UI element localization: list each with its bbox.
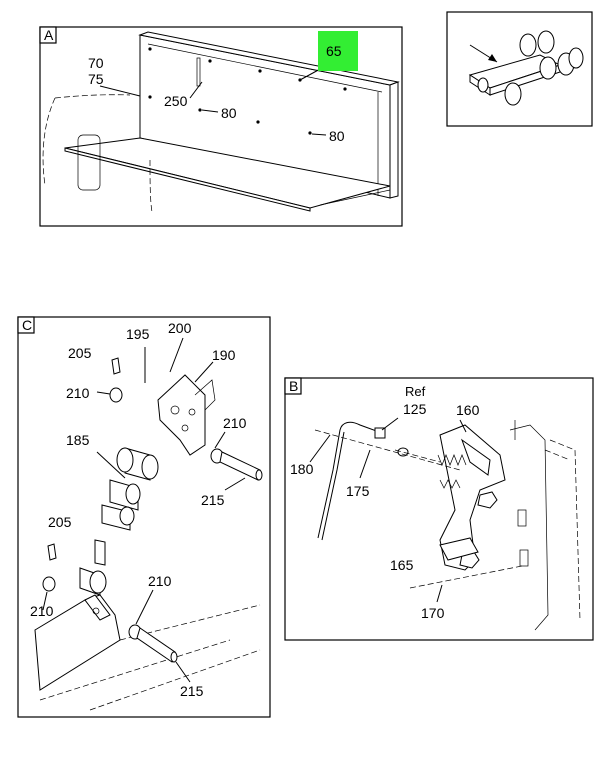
callout-250: 250 bbox=[164, 93, 188, 109]
callout-160: 160 bbox=[456, 402, 480, 418]
back-panel bbox=[138, 31, 400, 199]
callout-ref: Ref bbox=[405, 384, 426, 399]
panel-c: C bbox=[17, 316, 271, 718]
vehicle-locator bbox=[446, 11, 593, 127]
callout-80-upper: 80 bbox=[221, 105, 237, 121]
callout-205-lower: 205 bbox=[48, 514, 72, 530]
callout-170: 170 bbox=[421, 605, 445, 621]
hinge-stack bbox=[79, 447, 159, 596]
panel-b-frame bbox=[284, 377, 594, 641]
latch-bracket bbox=[439, 424, 529, 571]
callout-210-upper-right: 210 bbox=[223, 415, 247, 431]
callout-165: 165 bbox=[390, 557, 414, 573]
callout-80-lower: 80 bbox=[329, 128, 345, 144]
callout-65: 65 bbox=[326, 43, 342, 59]
locator-frame bbox=[446, 11, 593, 127]
lower-bracket bbox=[34, 594, 261, 711]
panel-a-frame bbox=[39, 26, 403, 227]
panel-b-tag-box bbox=[284, 377, 302, 395]
frame-column bbox=[509, 420, 581, 631]
panel-a: A bbox=[39, 26, 403, 227]
callout-65-highlight bbox=[318, 31, 358, 71]
callout-210-lower-right: 210 bbox=[148, 573, 172, 589]
panel-b-tag: B bbox=[289, 378, 298, 394]
callout-215-lower: 215 bbox=[180, 683, 204, 699]
callout-175: 175 bbox=[346, 483, 370, 499]
seat-outline bbox=[42, 94, 153, 213]
panel-c-tag-box bbox=[17, 316, 35, 334]
spring bbox=[437, 454, 467, 489]
panel-c-tag: C bbox=[22, 317, 32, 333]
callout-125: 125 bbox=[403, 401, 427, 417]
shelf bbox=[64, 137, 391, 212]
callout-215-upper: 215 bbox=[201, 492, 225, 508]
callout-190: 190 bbox=[212, 347, 236, 363]
panel-b: B bbox=[284, 377, 594, 641]
callout-200: 200 bbox=[168, 320, 192, 336]
upper-bracket bbox=[157, 374, 216, 456]
callout-180: 180 bbox=[290, 461, 314, 477]
handle-rod bbox=[317, 421, 409, 541]
panel-a-tag: A bbox=[44, 27, 54, 43]
callout-185: 185 bbox=[66, 432, 90, 448]
callout-75: 75 bbox=[88, 71, 104, 87]
callout-205-upper: 205 bbox=[68, 345, 92, 361]
panel-c-frame bbox=[17, 316, 271, 718]
callout-195: 195 bbox=[126, 326, 150, 342]
callout-210-lower-left: 210 bbox=[30, 603, 54, 619]
callout-210-upper-left: 210 bbox=[66, 385, 90, 401]
callout-70: 70 bbox=[88, 55, 104, 71]
panel-a-tag-box bbox=[39, 26, 57, 44]
